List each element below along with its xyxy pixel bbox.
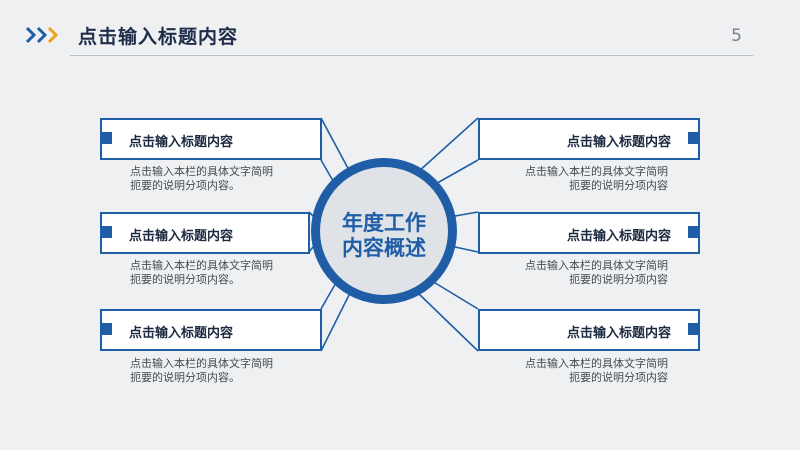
slide-title: 点击输入标题内容 [78, 26, 239, 48]
center-circle: 年度工作 内容概述 [311, 158, 457, 304]
square-marker-icon [100, 323, 112, 335]
item-box-right-middle: 点击输入标题内容 [478, 212, 700, 254]
page-number: 5 [731, 26, 742, 46]
center-title-line: 年度工作 [342, 211, 426, 235]
header-divider [70, 55, 753, 56]
item-description: 点击输入本栏的具体文字简明 扼要的说明分项内容 [488, 165, 668, 193]
item-title: 点击输入标题内容 [566, 326, 671, 341]
description-line: 扼要的说明分项内容。 [130, 273, 240, 286]
description-line: 点击输入本栏的具体文字简明 [130, 165, 273, 178]
center-circle-inner: 年度工作 内容概述 [320, 167, 448, 295]
description-line: 扼要的说明分项内容。 [130, 371, 240, 384]
item-box-left-middle: 点击输入标题内容 [100, 212, 310, 254]
item-description: 点击输入本栏的具体文字简明 扼要的说明分项内容 [488, 357, 668, 385]
item-title: 点击输入标题内容 [129, 326, 234, 341]
slide-header: 点击输入标题内容 5 [0, 0, 800, 60]
item-description: 点击输入本栏的具体文字简明 扼要的说明分项内容。 [130, 259, 310, 287]
square-marker-icon [100, 132, 112, 144]
square-marker-icon [688, 226, 700, 238]
description-line: 点击输入本栏的具体文字简明 [525, 357, 668, 370]
item-description: 点击输入本栏的具体文字简明 扼要的说明分项内容 [488, 259, 668, 287]
square-marker-icon [688, 132, 700, 144]
description-line: 点击输入本栏的具体文字简明 [130, 259, 273, 272]
description-line: 点击输入本栏的具体文字简明 [130, 357, 273, 370]
description-line: 扼要的说明分项内容 [569, 273, 668, 286]
item-box-right-bottom: 点击输入标题内容 [478, 309, 700, 351]
description-line: 点击输入本栏的具体文字简明 [525, 165, 668, 178]
item-title: 点击输入标题内容 [566, 229, 671, 244]
item-title: 点击输入标题内容 [129, 135, 234, 150]
description-line: 扼要的说明分项内容 [569, 179, 668, 192]
square-marker-icon [100, 226, 112, 238]
item-box-left-bottom: 点击输入标题内容 [100, 309, 322, 351]
chevron-arrows-icon [26, 26, 59, 44]
description-line: 点击输入本栏的具体文字简明 [525, 259, 668, 272]
center-title-line: 内容概述 [342, 236, 426, 260]
description-line: 扼要的说明分项内容 [569, 371, 668, 384]
center-title: 年度工作 内容概述 [320, 211, 448, 261]
item-box-left-top: 点击输入标题内容 [100, 118, 322, 160]
item-box-right-top: 点击输入标题内容 [478, 118, 700, 160]
item-description: 点击输入本栏的具体文字简明 扼要的说明分项内容。 [130, 165, 310, 193]
square-marker-icon [688, 323, 700, 335]
item-title: 点击输入标题内容 [129, 229, 234, 244]
item-description: 点击输入本栏的具体文字简明 扼要的说明分项内容。 [130, 357, 310, 385]
description-line: 扼要的说明分项内容。 [130, 179, 240, 192]
item-title: 点击输入标题内容 [566, 135, 671, 150]
